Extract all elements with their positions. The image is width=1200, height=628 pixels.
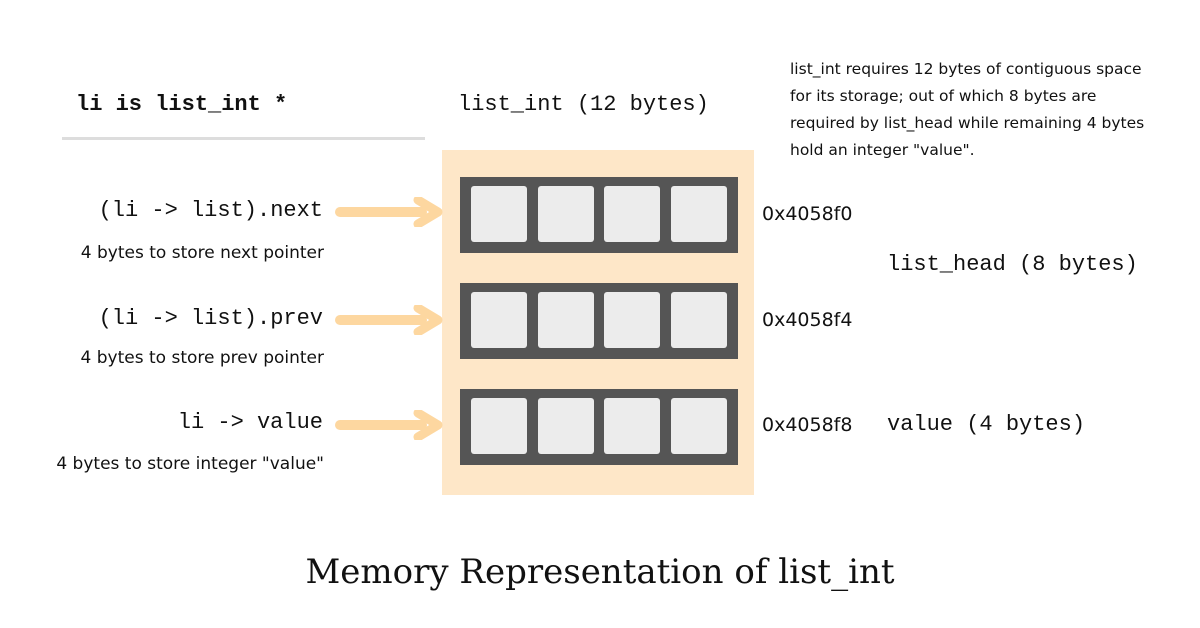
memory-byte [671,292,727,348]
address-value: 0x4058f8 [762,414,853,436]
memory-word-value [460,389,738,465]
memory-word-next [460,177,738,253]
memory-byte [471,292,527,348]
group-label-value: value (4 bytes) [887,412,1086,437]
memory-byte [471,398,527,454]
storage-note: list_int requires 12 bytes of contiguous… [790,60,1145,159]
memory-byte [538,292,594,348]
field-label-value: li -> value [177,410,323,435]
arrow-right-icon [335,305,443,335]
struct-title: list_int (12 bytes) [458,92,709,117]
memory-byte [604,292,660,348]
memory-word-prev [460,283,738,359]
field-label-prev: (li -> list).prev [98,306,323,331]
pointer-declaration: li is list_int * [76,92,288,117]
declaration-underline [62,137,425,140]
address-prev: 0x4058f4 [762,309,853,331]
field-label-next: (li -> list).next [98,198,323,223]
memory-byte [604,186,660,242]
diagram-caption: Memory Representation of list_int [305,552,895,592]
field-desc-value: 4 bytes to store integer "value" [56,454,324,474]
memory-byte [671,186,727,242]
memory-byte [471,186,527,242]
memory-byte [538,398,594,454]
field-desc-prev: 4 bytes to store prev pointer [80,348,324,368]
memory-byte [538,186,594,242]
memory-byte [671,398,727,454]
arrow-right-icon [335,410,443,440]
arrow-right-icon [335,197,443,227]
group-label-list-head: list_head (8 bytes) [887,252,1138,277]
memory-byte [604,398,660,454]
field-desc-next: 4 bytes to store next pointer [80,243,324,263]
address-next: 0x4058f0 [762,203,853,225]
